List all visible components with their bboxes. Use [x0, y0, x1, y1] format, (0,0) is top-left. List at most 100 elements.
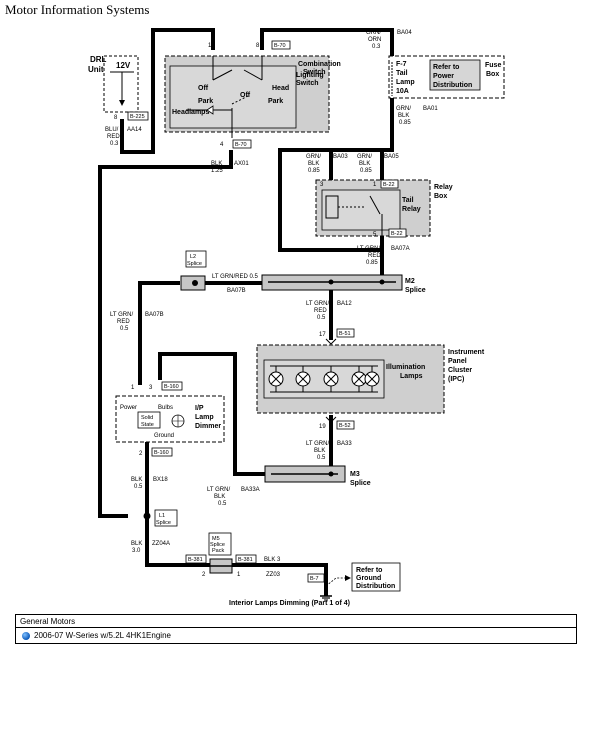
m5-connector-left: B-381	[188, 557, 203, 563]
ax01-gauge: 1.25	[211, 168, 223, 174]
aa14-color2: RED	[107, 134, 120, 140]
ba04-color1: GRN/	[366, 30, 381, 36]
ax01-id: AX01	[234, 161, 249, 167]
m5-pin-2: 2	[202, 572, 206, 578]
ba33a-gauge: 0.5	[218, 501, 227, 507]
footer-company-row: General Motors	[15, 614, 577, 628]
zz03-label: BLK 3	[264, 557, 281, 563]
wire-aa14	[120, 28, 215, 154]
ba07a-color1: LT GRN/	[357, 246, 380, 252]
bx18-gauge: 0.5	[134, 484, 143, 490]
dimmer-solid-2: State	[141, 422, 154, 428]
fuse-box-label-2: Box	[486, 71, 499, 78]
ba07a-gauge: 0.85	[366, 260, 378, 266]
ipc-lamps-label-1: Illumination	[386, 364, 425, 371]
fuse-label-2: Tail	[396, 70, 408, 77]
l1-splice: L1 Splice	[143, 509, 178, 527]
ba07a-id: BA07A	[391, 246, 410, 252]
footer-vehicle[interactable]: 2006-07 W-Series w/5.2L 4HK1Engine	[34, 631, 171, 640]
relay-pin-1: 1	[373, 182, 377, 188]
m5-pin-1: 1	[237, 572, 241, 578]
ba04-gauge: 0.3	[372, 44, 381, 50]
ba05-color2: BLK	[359, 161, 370, 167]
ipc-lamps-label-2: Lamps	[400, 373, 423, 380]
ba07b-left-color2: RED	[117, 319, 130, 325]
ground-ref-3: Distribution	[356, 583, 395, 590]
footer-vehicle-row[interactable]: 2006-07 W-Series w/5.2L 4HK1Engine	[15, 627, 577, 644]
ba05-id: BA05	[384, 154, 399, 160]
ipc-label-1: Instrument	[448, 349, 485, 356]
diagram-caption: Interior Lamps Dimming (Part 1 of 4)	[229, 600, 350, 607]
zz04a-color: BLK	[131, 541, 142, 547]
lamp-filament	[297, 373, 309, 385]
ipc-label-2: Panel	[448, 358, 467, 365]
drl-label-1: DRL	[90, 55, 107, 64]
ba12-gauge: 0.5	[317, 315, 326, 321]
relay-pin-3: 3	[320, 182, 324, 188]
dimmer-connector-bottom: B-160	[154, 450, 169, 456]
ba05-color1: GRN/	[357, 154, 372, 160]
zz03-id: ZZ03	[266, 572, 281, 578]
l1-splice-label-1: L1	[159, 513, 165, 519]
ba33-color1: LT GRN/	[306, 441, 329, 447]
ba07b-label: LT GRN/RED 0.5	[212, 274, 258, 280]
bx18-color: BLK	[131, 477, 142, 483]
combo-pin-4: 4	[220, 142, 224, 148]
relay-connector-bottom: B-22	[391, 231, 403, 237]
lighting-switch-label-2: Switch	[296, 80, 319, 87]
lamp-filament	[325, 373, 337, 385]
combo-pin-1: 1	[208, 43, 212, 49]
drl-connector: B-225	[130, 114, 145, 120]
lamp-filament	[366, 373, 378, 385]
m5-label-2: Splice	[210, 542, 225, 548]
ba07a-color2: RED	[368, 253, 381, 259]
fuse-ref-2: Power	[433, 73, 454, 80]
relay-tail-label-1: Tail	[402, 197, 414, 204]
ba33a-id: BA33A	[241, 487, 260, 493]
lamp-filament	[353, 373, 365, 385]
ba01-color1: GRN/	[396, 106, 411, 112]
combo-headlamps: Headlamps	[172, 109, 209, 116]
l1-splice-label-2: Splice	[156, 520, 171, 526]
combo-park-1: Park	[198, 98, 213, 105]
m5-splice-pack: M5 Splice Pack B-381 B-381 2 1	[185, 532, 257, 578]
ba01-gauge: 0.85	[399, 120, 411, 126]
instrument-panel-cluster: 17 B-51 Illumination Lamps Instrument Pa…	[256, 328, 485, 430]
m5-label-3: Pack	[212, 548, 224, 554]
relay-connector-top: B-22	[383, 182, 395, 188]
ba03-id: BA03	[333, 154, 348, 160]
ax01-color: BLK	[211, 161, 222, 167]
page-header-title: Motor Information Systems	[5, 2, 150, 17]
drl-unit: DRL Unit 12V 8 B-225 BLU/ RED 0.3 AA14	[88, 55, 149, 147]
combo-off-2: Off	[240, 92, 251, 99]
combo-off-1: Off	[198, 85, 209, 92]
zz04a-gauge: 3.0	[132, 548, 141, 554]
drl-label-2: Unit	[88, 65, 104, 74]
dimmer-power: Power	[120, 405, 137, 411]
fuse-box-label-1: Fuse	[485, 62, 501, 69]
aa14-color1: BLU/	[105, 127, 119, 133]
l2-splice: L2 Splice	[180, 250, 207, 291]
ip-lamp-dimmer: 1 3 B-160 Power Bulbs Solid State Ground…	[115, 381, 225, 457]
ipc-connector-bottom: B-52	[339, 423, 351, 429]
ground-point: B-7 Refer to Ground Distribution	[307, 562, 401, 601]
ground-ref-1: Refer to	[356, 567, 382, 574]
ba33-gauge: 0.5	[317, 455, 326, 461]
m5-label-1: M5	[212, 536, 220, 542]
ipc-label-4: (IPC)	[448, 376, 464, 383]
combo-switch-label-1: Combination	[298, 61, 341, 68]
footer-company: General Motors	[20, 617, 76, 626]
dimmer-bulbs: Bulbs	[158, 405, 173, 411]
dimmer-connector-top: B-160	[164, 384, 179, 390]
fuse-label-3: Lamp	[396, 79, 415, 86]
wire-ba07b-left	[138, 281, 180, 385]
l2-splice-label-2: Splice	[187, 261, 202, 267]
wire-ba33a	[158, 352, 265, 476]
m3-splice-label-1: M3	[350, 471, 360, 478]
dimmer-pin-2: 2	[139, 451, 143, 457]
combo-pin-8: 8	[256, 43, 260, 49]
combo-park-2: Park	[268, 98, 283, 105]
globe-icon	[22, 632, 30, 640]
ba03-color2: BLK	[308, 161, 319, 167]
ground-connector: B-7	[310, 576, 319, 582]
